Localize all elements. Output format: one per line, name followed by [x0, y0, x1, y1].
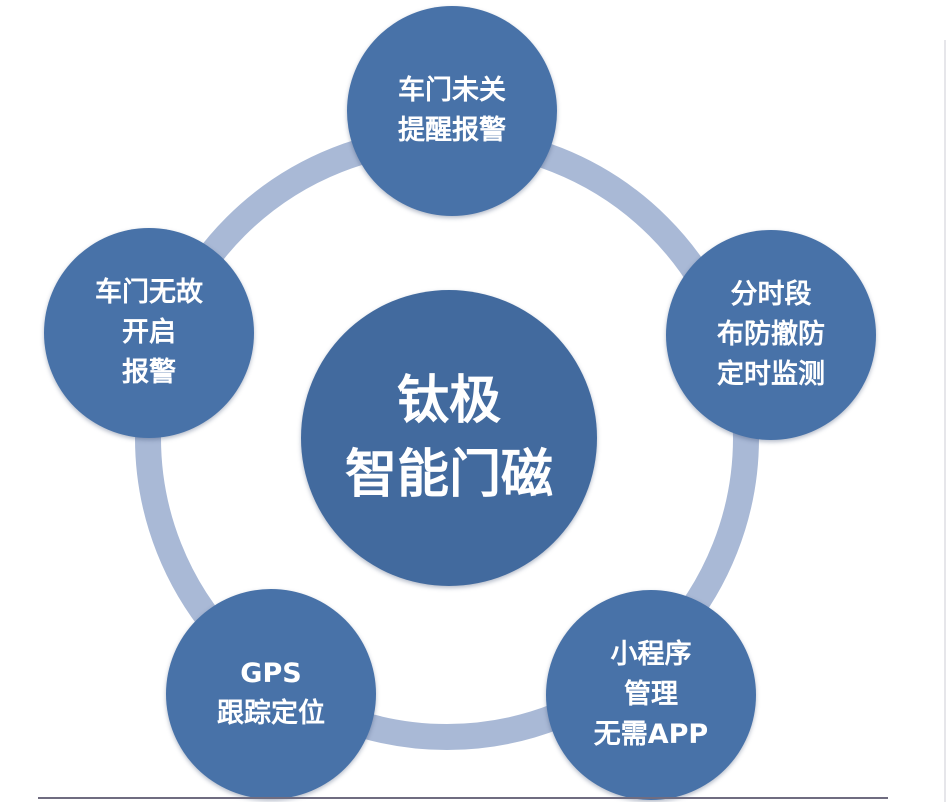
feature-node-gps-tracking: GPS 跟踪定位: [166, 589, 376, 799]
feature-node-door-open-alert: 车门未关 提醒报警: [347, 6, 557, 216]
feature-node-scheduled-arming: 分时段 布防撤防 定时监测: [666, 230, 876, 440]
center-title-line-2: 智能门磁: [344, 445, 553, 505]
feature-label-line: 车门无故: [95, 277, 203, 308]
feature-node-mini-program: 小程序 管理 无需APP: [546, 590, 756, 800]
feature-label-line: 小程序: [610, 639, 692, 670]
feature-label-line: 报警: [122, 357, 176, 388]
feature-label-line: 开启: [122, 317, 176, 348]
feature-label-line: 布防撤防: [717, 319, 825, 350]
center-node: 钛极 智能门磁: [301, 290, 597, 586]
feature-label-line: GPS: [240, 658, 302, 689]
feature-label-line: 分时段: [730, 279, 812, 310]
feature-label-line: 车门未关: [398, 75, 506, 106]
feature-node-unauthorized-open-alert: 车门无故 开启 报警: [44, 228, 254, 438]
feature-label-line: 跟踪定位: [217, 698, 325, 729]
feature-label-line: 管理: [624, 679, 678, 710]
feature-label-line: 提醒报警: [398, 115, 506, 146]
center-title-line-1: 钛极: [396, 371, 501, 431]
right-edge-divider: [944, 40, 946, 802]
bottom-divider: [38, 797, 888, 799]
feature-label-line: 无需APP: [593, 719, 709, 750]
feature-label-line: 定时监测: [717, 359, 825, 390]
